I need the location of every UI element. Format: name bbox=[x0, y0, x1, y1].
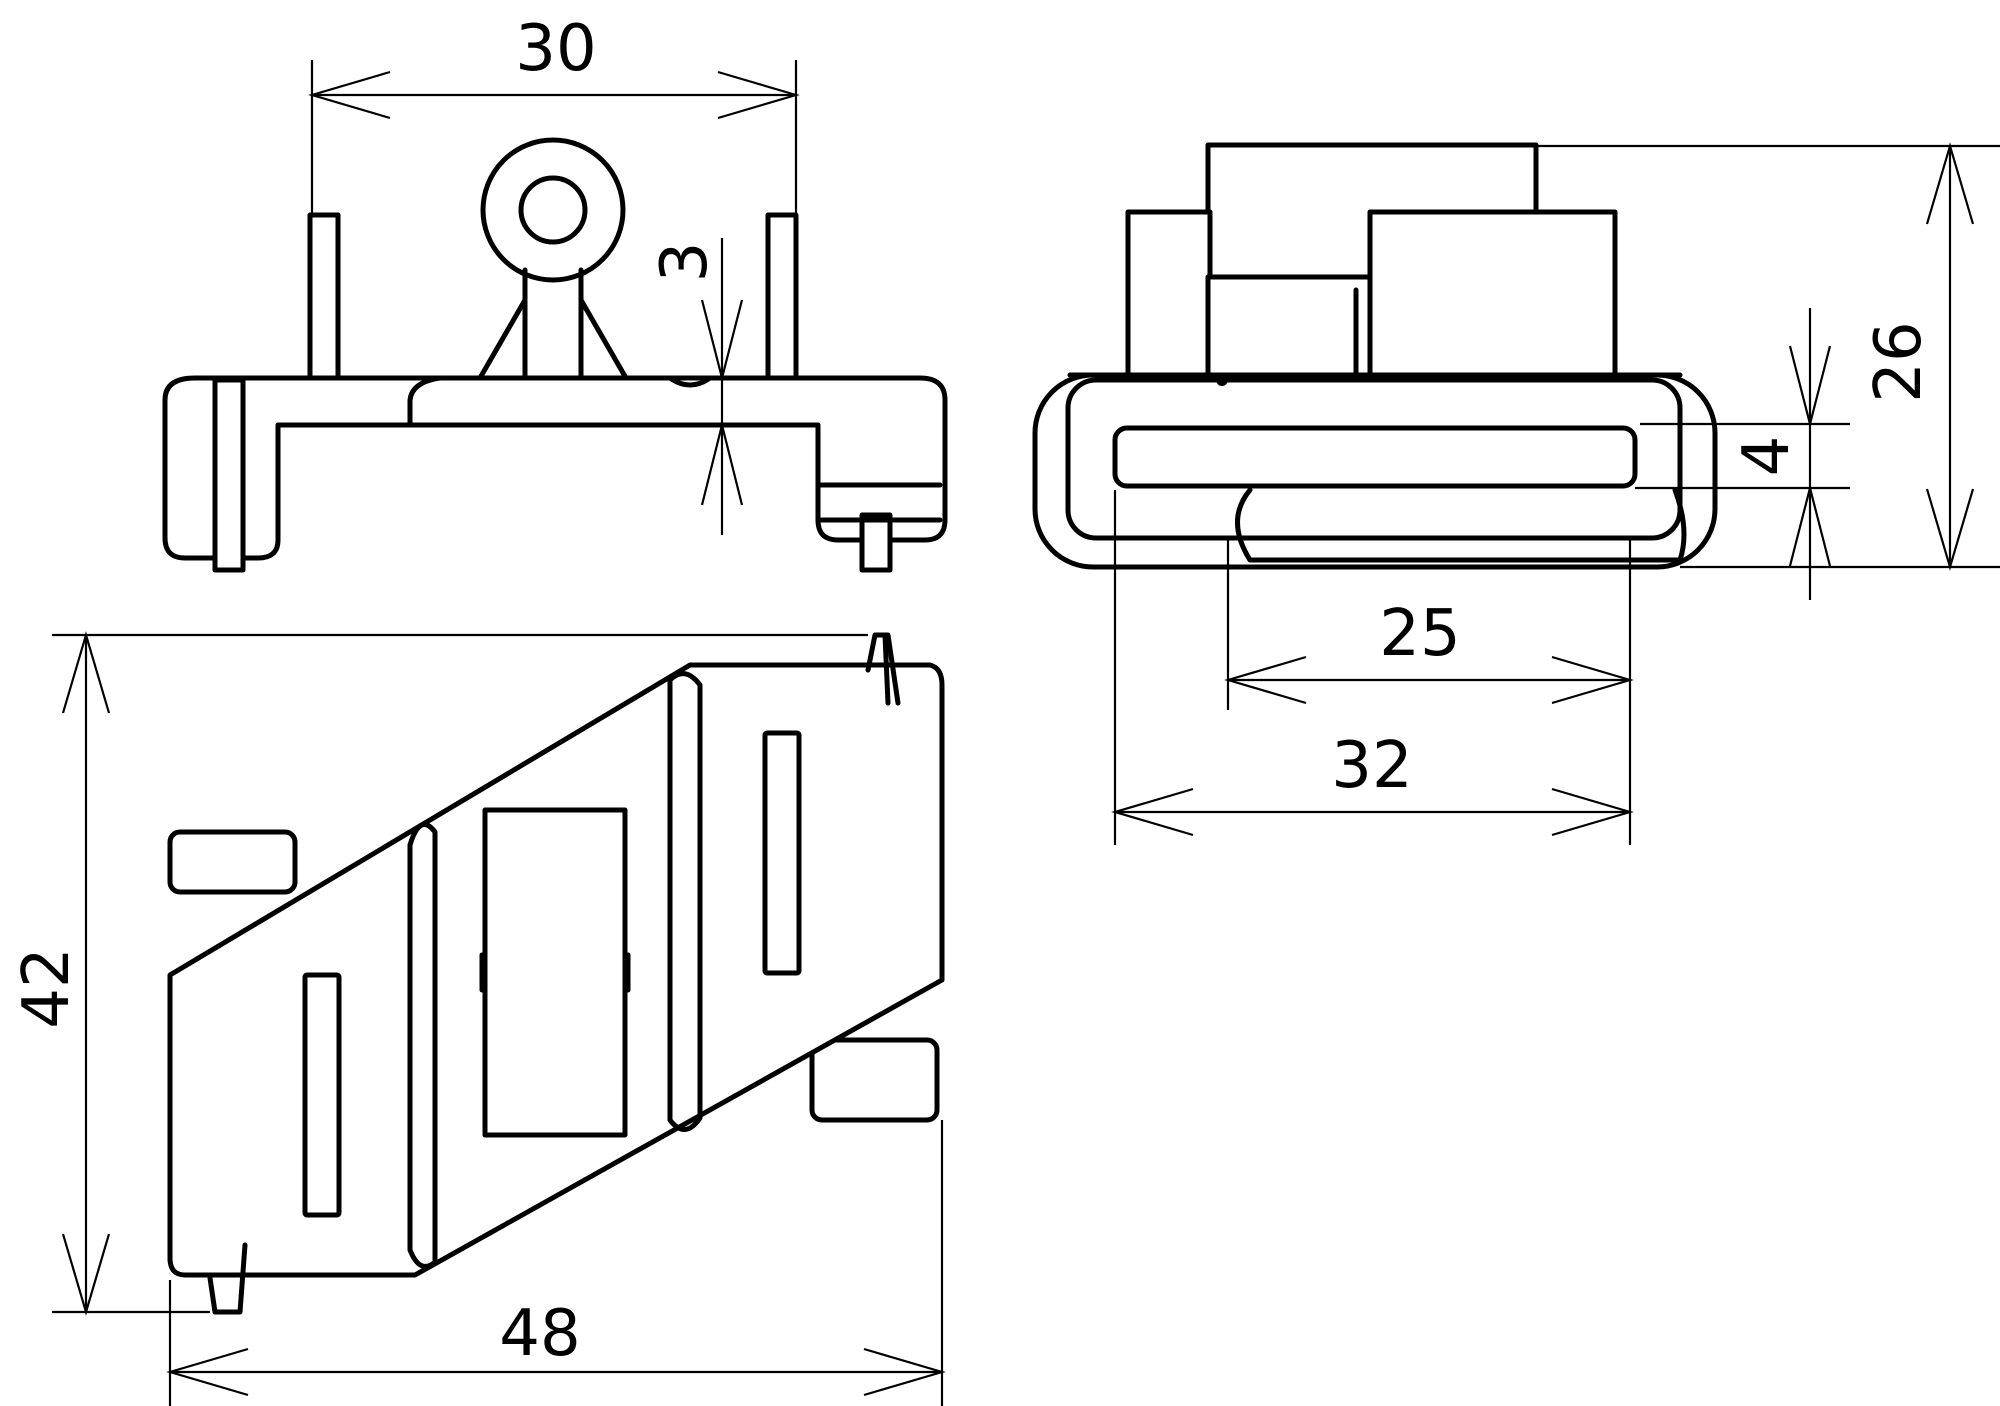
dimension-3-label: 3 bbox=[648, 242, 722, 283]
front-view bbox=[162, 137, 948, 573]
dimension-25-label: 25 bbox=[1379, 597, 1460, 671]
dimension-4-label: 4 bbox=[1730, 436, 1804, 477]
side-view bbox=[1032, 142, 1718, 570]
front-view-dimensions: 30 3 bbox=[308, 12, 800, 535]
dimension-42-label: 42 bbox=[10, 947, 84, 1028]
dimension-26-label: 26 bbox=[1862, 321, 1936, 402]
dimension-48-label: 48 bbox=[499, 1297, 580, 1371]
dimension-32-label: 32 bbox=[1331, 729, 1412, 803]
plan-view bbox=[167, 632, 945, 1315]
side-view-dimensions: 26 4 25 32 bbox=[1111, 142, 2000, 845]
plan-view-dimensions: 42 48 bbox=[10, 631, 946, 1406]
dimension-30-label: 30 bbox=[515, 12, 596, 86]
